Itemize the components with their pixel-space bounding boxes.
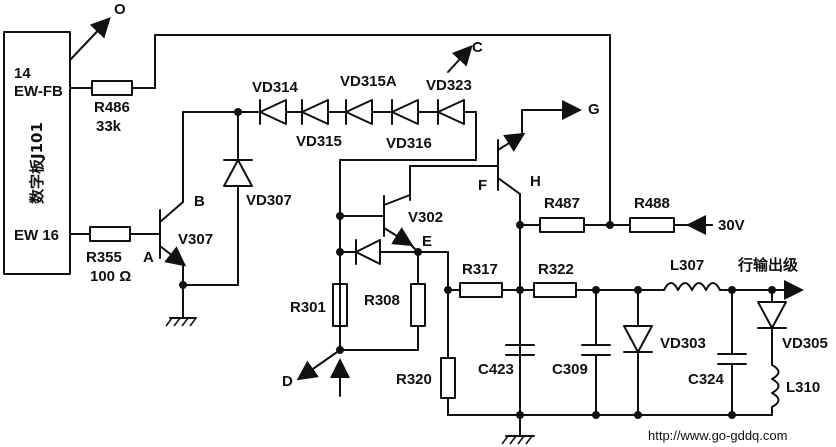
r486-label: R486 bbox=[94, 99, 130, 116]
vd315a-label: VD315A bbox=[340, 73, 397, 90]
node-g-label: G bbox=[588, 101, 600, 118]
vd303-label: VD303 bbox=[660, 335, 706, 352]
r322-label: R322 bbox=[538, 261, 574, 278]
arrow-c bbox=[447, 45, 473, 73]
node-c-label: C bbox=[472, 39, 483, 56]
r301-label: R301 bbox=[290, 299, 326, 316]
diode-vd303 bbox=[623, 325, 653, 353]
diode-vd315 bbox=[301, 99, 329, 125]
resistor-r486 bbox=[91, 80, 133, 96]
diode-vd315a bbox=[345, 99, 373, 125]
resistor-r355 bbox=[89, 226, 131, 242]
board-title: 数字板J101 bbox=[28, 122, 46, 204]
v307-label: V307 bbox=[178, 231, 213, 248]
resistor-r317 bbox=[459, 282, 503, 298]
diode-vd305 bbox=[757, 301, 787, 329]
diode-vd323 bbox=[437, 99, 465, 125]
diode-vd314 bbox=[259, 99, 287, 125]
arrow-o bbox=[69, 17, 111, 61]
vd314-label: VD314 bbox=[252, 79, 299, 96]
board-pin-14-label: 14 bbox=[14, 65, 31, 82]
resistor-r487 bbox=[539, 217, 585, 233]
arrow-d bbox=[296, 349, 341, 381]
node-e-label: E bbox=[422, 233, 432, 250]
c423-label: C423 bbox=[478, 361, 514, 378]
r486-value: 33k bbox=[96, 118, 122, 135]
inductor-l310 bbox=[771, 364, 780, 408]
r320-label: R320 bbox=[396, 371, 432, 388]
r488-label: R488 bbox=[634, 195, 670, 212]
vd323-label: VD323 bbox=[426, 77, 472, 94]
inductor-l307 bbox=[663, 282, 721, 291]
vd305-label: VD305 bbox=[782, 335, 828, 352]
supply-30v-label: 30V bbox=[718, 217, 745, 234]
output-label: 行输出级 bbox=[737, 256, 799, 274]
c324-label: C324 bbox=[688, 371, 725, 388]
node-d-label: D bbox=[282, 373, 293, 390]
r308-label: R308 bbox=[364, 292, 400, 309]
resistor-r488 bbox=[629, 217, 675, 233]
board-pin-ew-fb-label: EW-FB bbox=[14, 83, 63, 100]
resistor-r322 bbox=[533, 282, 577, 298]
r487-label: R487 bbox=[544, 195, 580, 212]
resistor-r301 bbox=[332, 283, 348, 327]
vd315-label: VD315 bbox=[296, 133, 342, 150]
diode-vd316 bbox=[391, 99, 419, 125]
node-h-label: H bbox=[530, 173, 541, 190]
l310-label: L310 bbox=[786, 379, 820, 396]
node-o-label: O bbox=[114, 1, 126, 18]
node-a-label: A bbox=[143, 249, 154, 266]
l307-label: L307 bbox=[670, 257, 704, 274]
watermark-url: http://www.go-gddq.com bbox=[648, 428, 787, 443]
board-pin-ew16-label: EW 16 bbox=[14, 227, 59, 244]
v302-label: V302 bbox=[408, 209, 443, 226]
r355-value: 100 Ω bbox=[90, 268, 131, 285]
node-f-label: F bbox=[478, 177, 487, 194]
c309-label: C309 bbox=[552, 361, 588, 378]
diode-v302-clamp bbox=[355, 239, 381, 265]
digital-board-j101 bbox=[3, 31, 71, 275]
vd307-label: VD307 bbox=[246, 192, 292, 209]
node-b-label: B bbox=[194, 193, 205, 210]
r317-label: R317 bbox=[462, 261, 498, 278]
resistor-r308 bbox=[410, 283, 426, 327]
resistor-r320 bbox=[440, 357, 456, 399]
vd316-label: VD316 bbox=[386, 135, 432, 152]
r355-label: R355 bbox=[86, 249, 122, 266]
